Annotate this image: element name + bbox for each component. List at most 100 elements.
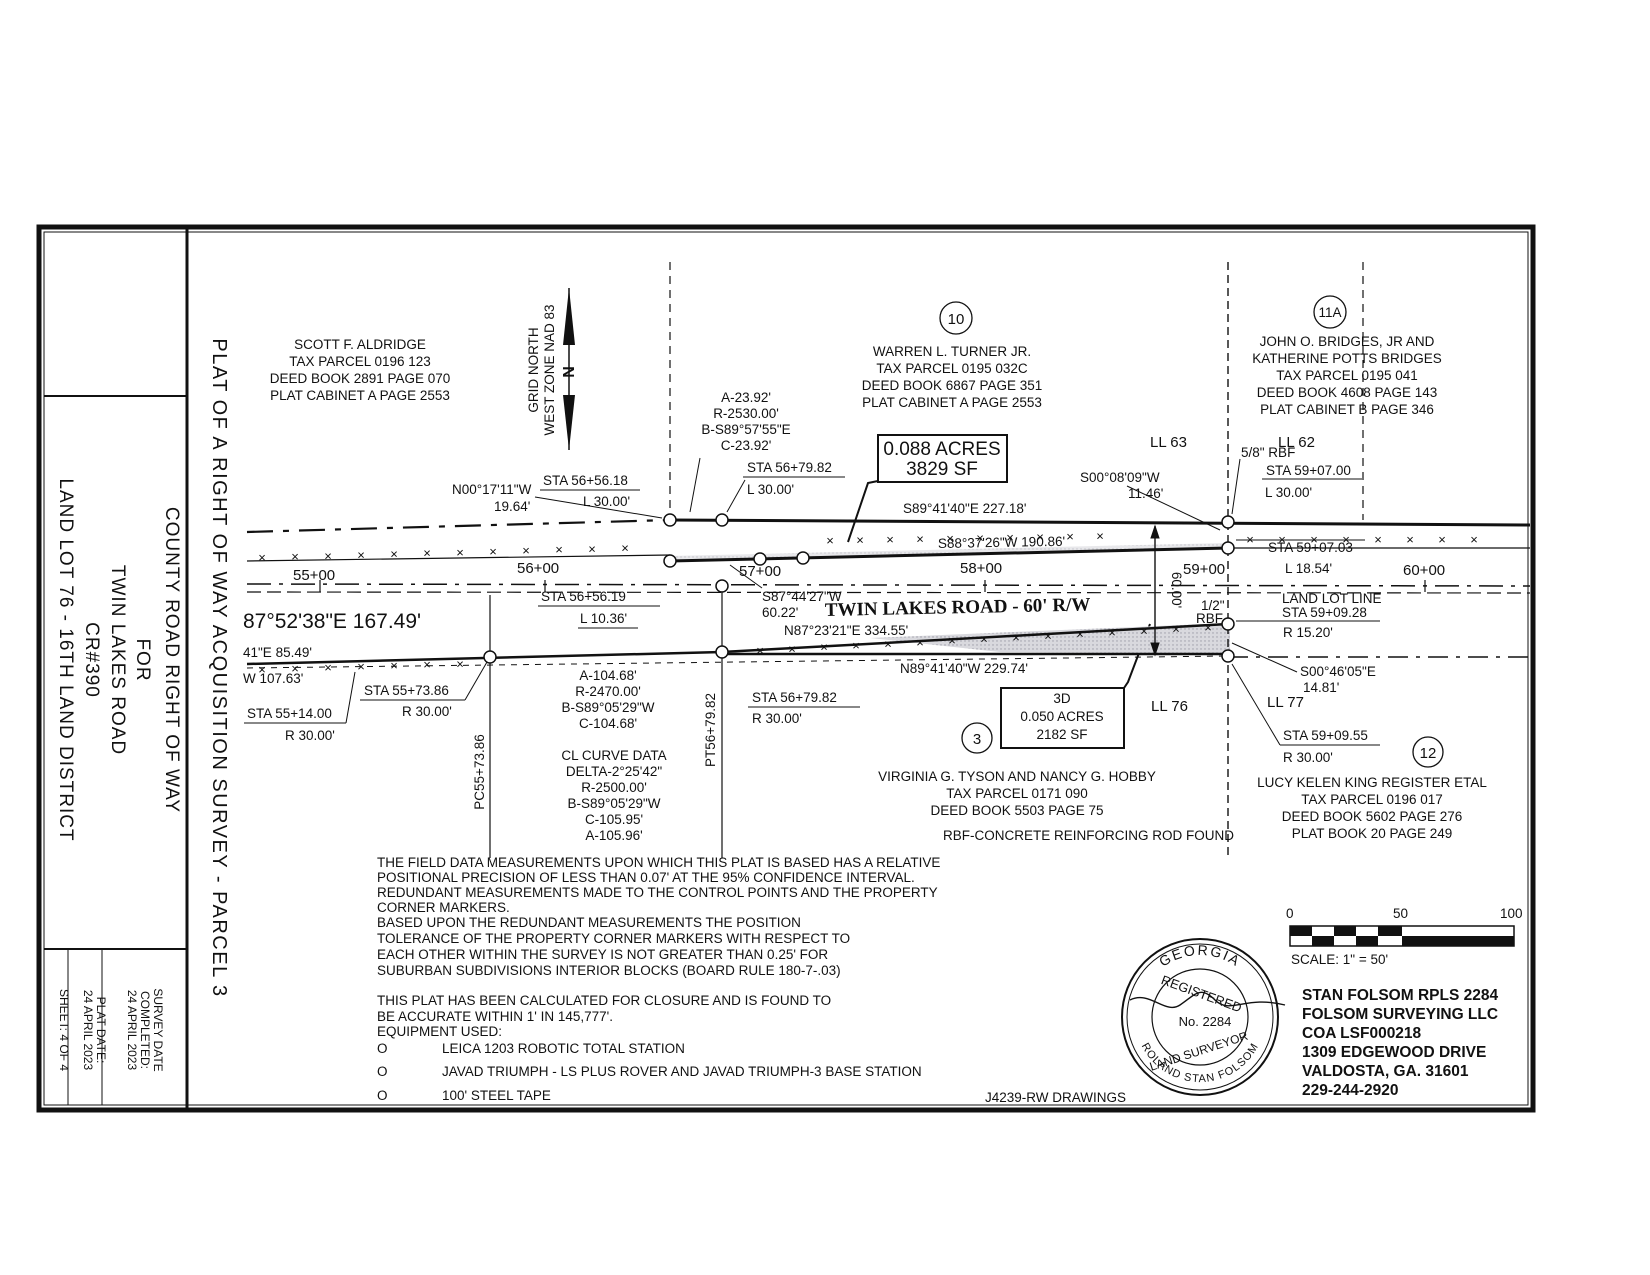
svg-text:LUCY KELEN KING REGISTER ETAL: LUCY KELEN KING REGISTER ETAL: [1257, 775, 1487, 790]
svg-text:11A: 11A: [1318, 305, 1341, 320]
owner-register: LUCY KELEN KING REGISTER ETAL TAX PARCEL…: [1257, 775, 1487, 841]
fence-x-mark: ×: [456, 656, 464, 671]
svg-text:STA 56+79.82: STA 56+79.82: [752, 690, 837, 705]
owner-bridges: JOHN O. BRIDGES, JR AND KATHERINE POTTS …: [1252, 334, 1442, 417]
fence-x-mark: ×: [555, 542, 563, 557]
svg-text:R 15.20': R 15.20': [1283, 625, 1333, 640]
road-name: TWIN LAKES ROAD - 60' R/W: [825, 594, 1091, 621]
area-box-north: 0.088 ACRES 3829 SF: [847, 434, 1008, 543]
title-line-1: COUNTY ROAD RIGHT OF WAY: [161, 507, 182, 813]
svg-text:TAX PARCEL 0195 032C: TAX PARCEL 0195 032C: [876, 361, 1028, 376]
svg-text:11.46': 11.46': [1128, 486, 1163, 501]
fence-x-mark: ×: [980, 632, 988, 647]
title-block-text: COUNTY ROAD RIGHT OF WAY: [161, 507, 182, 813]
fence-x-mark: ×: [357, 659, 365, 674]
svg-text:B-S89°05'29"W: B-S89°05'29"W: [567, 796, 660, 811]
svg-text:POSITIONAL PRECISION OF LESS T: POSITIONAL PRECISION OF LESS THAN 0.07' …: [377, 870, 915, 885]
svg-text:COA LSF000218: COA LSF000218: [1302, 1025, 1422, 1042]
svg-text:A-23.92': A-23.92': [721, 390, 771, 405]
fence-x-mark: ×: [324, 548, 332, 563]
fence-x-mark: ×: [291, 661, 299, 676]
svg-text:FOLSOM SURVEYING LLC: FOLSOM SURVEYING LLC: [1302, 1006, 1498, 1023]
fence-x-mark: ×: [1406, 532, 1414, 547]
svg-text:100: 100: [1500, 906, 1523, 921]
fence-x-mark: ×: [1172, 622, 1180, 637]
svg-text:3: 3: [973, 731, 981, 748]
outer-border: [36, 224, 1536, 1113]
north-letter: N: [561, 366, 578, 378]
land-lot-line: LAND LOT LINE: [1282, 591, 1382, 606]
svg-text:STA 59+07.03: STA 59+07.03: [1268, 540, 1353, 555]
svg-text:R-2470.00': R-2470.00': [575, 684, 641, 699]
fence-x-mark: ×: [852, 638, 860, 653]
svg-text:KATHERINE POTTS BRIDGES: KATHERINE POTTS BRIDGES: [1252, 351, 1442, 366]
svg-text:STA 59+07.00: STA 59+07.00: [1266, 463, 1351, 478]
svg-text:41"E 85.49': 41"E 85.49': [243, 645, 312, 660]
fence-x-mark: ×: [1108, 625, 1116, 640]
svg-text:3D: 3D: [1053, 691, 1071, 706]
survey-date-label-2: COMPLETED:: [138, 991, 152, 1069]
svg-text:PC55+73.86: PC55+73.86: [472, 734, 487, 809]
svg-text:VIRGINIA G. TYSON AND NANCY G.: VIRGINIA G. TYSON AND NANCY G. HOBBY: [878, 769, 1156, 784]
road-lines: [246, 518, 1531, 669]
svg-text:100' STEEL TAPE: 100' STEEL TAPE: [442, 1088, 551, 1103]
svg-text:87°52'38"E 167.49': 87°52'38"E 167.49': [243, 610, 421, 633]
fence-x-mark: ×: [1006, 530, 1014, 545]
svg-text:WARREN L. TURNER JR.: WARREN L. TURNER JR.: [873, 344, 1031, 359]
svg-text:N87°23'21"E 334.55': N87°23'21"E 334.55': [784, 623, 908, 638]
title-line-2: FOR: [132, 638, 153, 681]
svg-text:L 30.00': L 30.00': [747, 482, 794, 497]
station-57: 57+00: [739, 563, 781, 580]
svg-text:BE ACCURATE WITHIN 1' IN 145,7: BE ACCURATE WITHIN 1' IN 145,777'.: [377, 1009, 613, 1024]
fence-x-mark: ×: [884, 636, 892, 651]
fence-x-mark: ×: [1066, 529, 1074, 544]
svg-text:O: O: [377, 1064, 388, 1079]
svg-text:BASED UPON THE REDUNDANT MEASU: BASED UPON THE REDUNDANT MEASUREMENTS TH…: [377, 915, 801, 930]
sheet-number: SHEET: 4 OF 4: [57, 989, 71, 1071]
svg-text:O: O: [377, 1088, 388, 1103]
parcel-number-11a: 11A: [1313, 295, 1347, 329]
fence-x-mark: ×: [1204, 620, 1212, 635]
svg-text:STA 56+79.82: STA 56+79.82: [747, 460, 832, 475]
fence-x-mark: ×: [946, 531, 954, 546]
svg-text:PLAT CABINET B PAGE 346: PLAT CABINET B PAGE 346: [1260, 402, 1434, 417]
fence-x-mark: ×: [390, 547, 398, 562]
svg-text:JOHN O. BRIDGES, JR AND: JOHN O. BRIDGES, JR AND: [1260, 334, 1435, 349]
land-lot-77: LL 77: [1267, 694, 1304, 711]
svg-text:STA 59+09.55: STA 59+09.55: [1283, 728, 1368, 743]
svg-text:DEED BOOK 6867 PAGE 351: DEED BOOK 6867 PAGE 351: [862, 378, 1043, 393]
owner-tyson: VIRGINIA G. TYSON AND NANCY G. HOBBY TAX…: [878, 769, 1156, 818]
vertical-lines: [489, 262, 1364, 858]
fence-x-mark: ×: [423, 546, 431, 561]
fence-x-mark: ×: [1438, 532, 1446, 547]
land-lot-63: LL 63: [1150, 434, 1187, 451]
plat-date-value: 24 APRIL 2023: [81, 990, 95, 1071]
fence-marks: ××××××××××××××××××××××××××××××××××××××××…: [258, 528, 1478, 677]
svg-text:TAX PARCEL 0196 123: TAX PARCEL 0196 123: [289, 354, 431, 369]
parcel-number-10: 10: [939, 301, 973, 335]
svg-text:14.81': 14.81': [1303, 680, 1339, 695]
drawing-number: J4239-RW DRAWINGS: [985, 1090, 1126, 1105]
svg-text:N89°41'40"W 229.74': N89°41'40"W 229.74': [900, 661, 1028, 676]
svg-text:2182 SF: 2182 SF: [1036, 727, 1087, 742]
svg-text:0: 0: [1286, 906, 1294, 921]
station-ticks: [319, 580, 1426, 592]
land-lot-62: LL 62: [1278, 434, 1315, 451]
svg-text:No. 2284: No. 2284: [1179, 1014, 1232, 1029]
svg-text:S00°08'09"W: S00°08'09"W: [1080, 470, 1160, 485]
svg-text:L 18.54': L 18.54': [1285, 561, 1332, 576]
fence-x-mark: ×: [423, 657, 431, 672]
svg-text:10: 10: [948, 311, 965, 328]
svg-text:STA 55+14.00: STA 55+14.00: [247, 706, 332, 721]
monuments: [483, 513, 1235, 664]
owner-turner: WARREN L. TURNER JR. TAX PARCEL 0195 032…: [862, 344, 1043, 410]
svg-text:STA 56+56.18: STA 56+56.18: [543, 473, 628, 488]
svg-text:CL CURVE DATA: CL CURVE DATA: [561, 748, 666, 763]
fence-x-mark: ×: [826, 533, 834, 548]
svg-text:12: 12: [1420, 745, 1437, 762]
title-line-3: TWIN LAKES ROAD: [107, 565, 128, 755]
fence-x-mark: ×: [1096, 528, 1104, 543]
svg-text:0.050 ACRES: 0.050 ACRES: [1020, 709, 1103, 724]
svg-text:REGISTERED: REGISTERED: [1159, 972, 1244, 1015]
